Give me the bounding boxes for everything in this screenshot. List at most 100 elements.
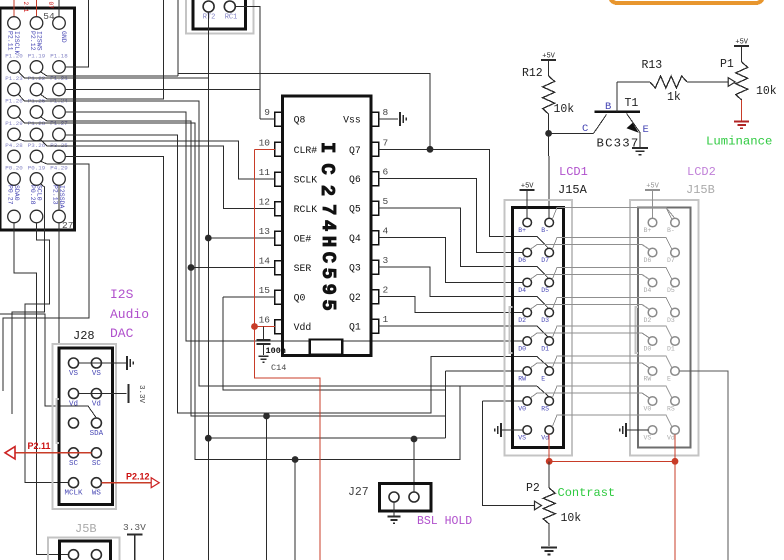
svg-text:VS: VS: [518, 435, 526, 442]
svg-text:E: E: [667, 376, 671, 383]
svg-text:P1.23: P1.23: [5, 75, 23, 82]
svg-text:10k: 10k: [554, 103, 575, 116]
svg-text:RS: RS: [667, 406, 675, 413]
svg-text:P2.12: P2.12: [29, 31, 36, 51]
svg-text:P1.28: P1.28: [28, 120, 46, 127]
svg-text:P1.18: P1.18: [50, 53, 68, 60]
svg-text:P1.26: P1.26: [5, 98, 23, 105]
svg-text:LCD2: LCD2: [687, 165, 716, 179]
svg-text:Q1: Q1: [349, 322, 361, 333]
svg-text:VS: VS: [92, 370, 102, 378]
svg-text:07: 07: [47, 2, 54, 10]
svg-text:B+: B+: [518, 227, 526, 234]
svg-text:14: 14: [259, 256, 271, 267]
svg-text:Q7: Q7: [349, 145, 361, 156]
svg-text:D2: D2: [644, 317, 652, 324]
svg-text:D0: D0: [644, 346, 652, 353]
svg-text:2.1: 2.1: [22, 2, 29, 13]
svg-text:P1.19: P1.19: [28, 53, 46, 60]
svg-text:Vdd: Vdd: [294, 322, 312, 333]
svg-text:P2.12: P2.12: [126, 472, 150, 482]
svg-text:V0: V0: [518, 406, 526, 413]
svg-text:RC1: RC1: [225, 14, 238, 22]
svg-text:D4: D4: [518, 287, 526, 294]
svg-text:10: 10: [259, 137, 271, 148]
svg-text:Vss: Vss: [343, 115, 361, 126]
svg-text:P0.28: P0.28: [29, 185, 36, 205]
svg-text:D2: D2: [518, 317, 526, 324]
svg-text:Q3: Q3: [349, 263, 361, 274]
svg-text:B: B: [605, 101, 611, 113]
svg-text:D0: D0: [518, 346, 526, 353]
svg-text:+5V: +5V: [735, 39, 748, 47]
svg-text:Contrast: Contrast: [558, 486, 616, 500]
svg-text:IC2: IC2: [316, 142, 338, 206]
svg-text:V0: V0: [644, 406, 652, 413]
svg-text:Vd: Vd: [541, 435, 549, 442]
svg-text:16: 16: [259, 315, 271, 326]
svg-text:100n: 100n: [266, 346, 286, 356]
svg-text:P1.27: P1.27: [50, 120, 68, 127]
svg-text:BSL HOLD: BSL HOLD: [417, 515, 472, 528]
svg-text:7: 7: [383, 137, 389, 148]
svg-text:11: 11: [259, 167, 271, 178]
svg-text:B+: B+: [644, 227, 652, 234]
svg-text:I2SSDA: I2SSDA: [58, 185, 65, 209]
svg-text:P1.22: P1.22: [28, 75, 46, 82]
svg-text:1k: 1k: [667, 91, 681, 104]
svg-text:5: 5: [383, 196, 389, 207]
svg-text:Q8: Q8: [294, 115, 306, 126]
svg-text:I2S: I2S: [110, 287, 134, 302]
svg-text:J5B: J5B: [75, 522, 97, 536]
svg-text:Audio: Audio: [110, 307, 149, 322]
svg-text:9: 9: [264, 107, 270, 118]
svg-text:Q6: Q6: [349, 174, 361, 185]
svg-text:P4.28: P4.28: [5, 142, 23, 149]
svg-text:D6: D6: [644, 257, 652, 264]
svg-text:P2.11: P2.11: [28, 441, 51, 451]
svg-text:R12: R12: [522, 67, 543, 80]
svg-text:SDA: SDA: [90, 430, 104, 438]
svg-text:Vd: Vd: [92, 401, 101, 409]
svg-text:P2.13: P2.13: [52, 185, 59, 205]
svg-text:3: 3: [383, 255, 389, 266]
svg-text:I2SCLK: I2SCLK: [13, 31, 20, 55]
svg-text:T1: T1: [625, 97, 639, 110]
svg-text:WS: WS: [92, 490, 102, 498]
svg-text:15: 15: [259, 285, 271, 296]
svg-text:+5V: +5V: [542, 53, 555, 61]
svg-text:GND: GND: [60, 31, 67, 43]
svg-text:P1: P1: [720, 58, 734, 71]
svg-text:P1.21: P1.21: [50, 75, 68, 82]
svg-text:4: 4: [383, 226, 389, 237]
svg-text:RW: RW: [518, 376, 526, 383]
svg-text:+5V: +5V: [521, 183, 534, 191]
svg-text:P1.29: P1.29: [5, 120, 23, 127]
svg-text:P0.27: P0.27: [7, 185, 14, 205]
svg-text:3.3V: 3.3V: [137, 385, 145, 404]
svg-text:RW: RW: [644, 376, 652, 383]
svg-text:Q4: Q4: [349, 233, 361, 244]
svg-text:J15A: J15A: [558, 183, 588, 197]
svg-text:J15B: J15B: [686, 183, 715, 197]
svg-text:I2SWS: I2SWS: [36, 31, 43, 51]
svg-text:13: 13: [259, 226, 271, 237]
svg-text:12: 12: [259, 197, 271, 208]
svg-text:D5: D5: [541, 287, 549, 294]
svg-text:SC: SC: [69, 460, 79, 468]
svg-text:P2.11: P2.11: [7, 31, 14, 51]
svg-text:D3: D3: [541, 317, 549, 324]
svg-text:54: 54: [43, 11, 55, 22]
svg-text:Vd: Vd: [667, 435, 675, 442]
svg-text:RS: RS: [541, 406, 549, 413]
svg-text:Q2: Q2: [349, 292, 361, 303]
svg-text:27: 27: [62, 220, 73, 231]
svg-text:P2: P2: [526, 482, 540, 495]
svg-text:D7: D7: [541, 257, 549, 264]
svg-text:D5: D5: [667, 287, 675, 294]
svg-text:74HC595: 74HC595: [317, 204, 339, 315]
svg-text:SDA0: SDA0: [13, 185, 20, 201]
svg-text:3.3V: 3.3V: [123, 522, 146, 533]
svg-text:D7: D7: [667, 257, 675, 264]
svg-text:SCL0: SCL0: [36, 185, 43, 201]
